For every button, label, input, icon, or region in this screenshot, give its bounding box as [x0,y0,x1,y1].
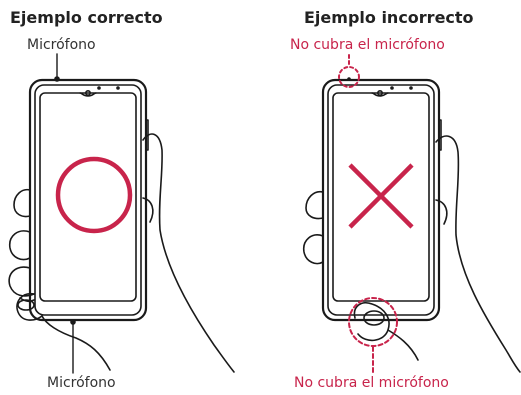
incorrect-phone [302,78,521,373]
incorrect-mic-bottom-label: No cubra el micrófono [294,375,449,391]
correct-mic-bottom-label: Micrófono [47,375,116,391]
incorrect-title: Ejemplo incorrecto [304,8,474,27]
correct-title: Ejemplo correcto [10,8,163,27]
incorrect-x-icon [348,163,414,229]
mic-top-dashed-circle [338,66,360,88]
incorrect-mic-top-label: No cubra el micrófono [290,37,445,53]
correct-phone [8,78,235,373]
correct-circle-icon [55,156,133,234]
correct-mic-top-label: Micrófono [27,37,96,53]
